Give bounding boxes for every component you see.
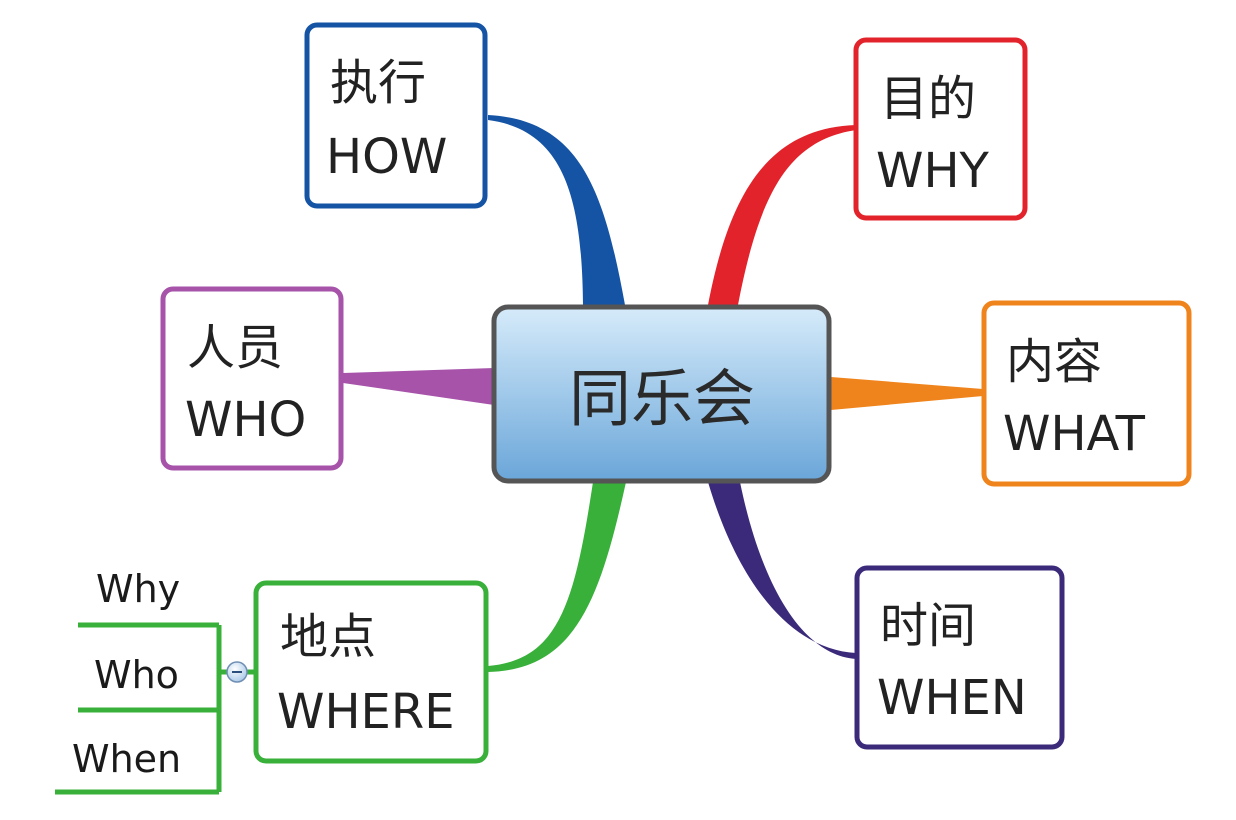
topic-who-english: WHO: [185, 392, 306, 448]
branch-when: [708, 482, 856, 659]
topic-box-what[interactable]: [981, 300, 1192, 487]
branch-where: [488, 482, 626, 672]
topic-where-english: WHERE: [277, 684, 455, 740]
branch-who: [343, 368, 494, 405]
branch-how: [488, 115, 625, 305]
topic-who-chinese: 人员: [187, 320, 283, 376]
topic-box-who[interactable]: [160, 286, 344, 471]
subtopic-when[interactable]: When: [72, 737, 181, 781]
topic-what-english: WHAT: [1003, 406, 1146, 462]
topic-when-english: WHEN: [877, 670, 1027, 726]
subtopic-why[interactable]: Why: [96, 567, 180, 611]
topic-how-english: HOW: [326, 129, 447, 185]
topic-box-when[interactable]: [854, 565, 1065, 750]
topic-when-chinese: 时间: [880, 598, 976, 654]
subtopic-bracket: [55, 622, 222, 795]
topic-box-why[interactable]: [853, 37, 1028, 221]
branch-why: [708, 125, 856, 305]
minus-icon[interactable]: [226, 661, 248, 683]
topic-why-chinese: 目的: [880, 71, 976, 127]
topic-what-chinese: 内容: [1006, 334, 1102, 390]
topic-why-english: WHY: [876, 143, 990, 199]
subtopic-who[interactable]: Who: [94, 653, 179, 697]
topic-box-how[interactable]: [304, 22, 488, 209]
central-topic-box[interactable]: [491, 304, 832, 484]
central-topic-label: 同乐会: [569, 362, 755, 435]
topic-how-chinese: 执行: [330, 55, 426, 111]
branch-what: [831, 377, 983, 410]
topic-where-chinese: 地点: [280, 609, 376, 665]
